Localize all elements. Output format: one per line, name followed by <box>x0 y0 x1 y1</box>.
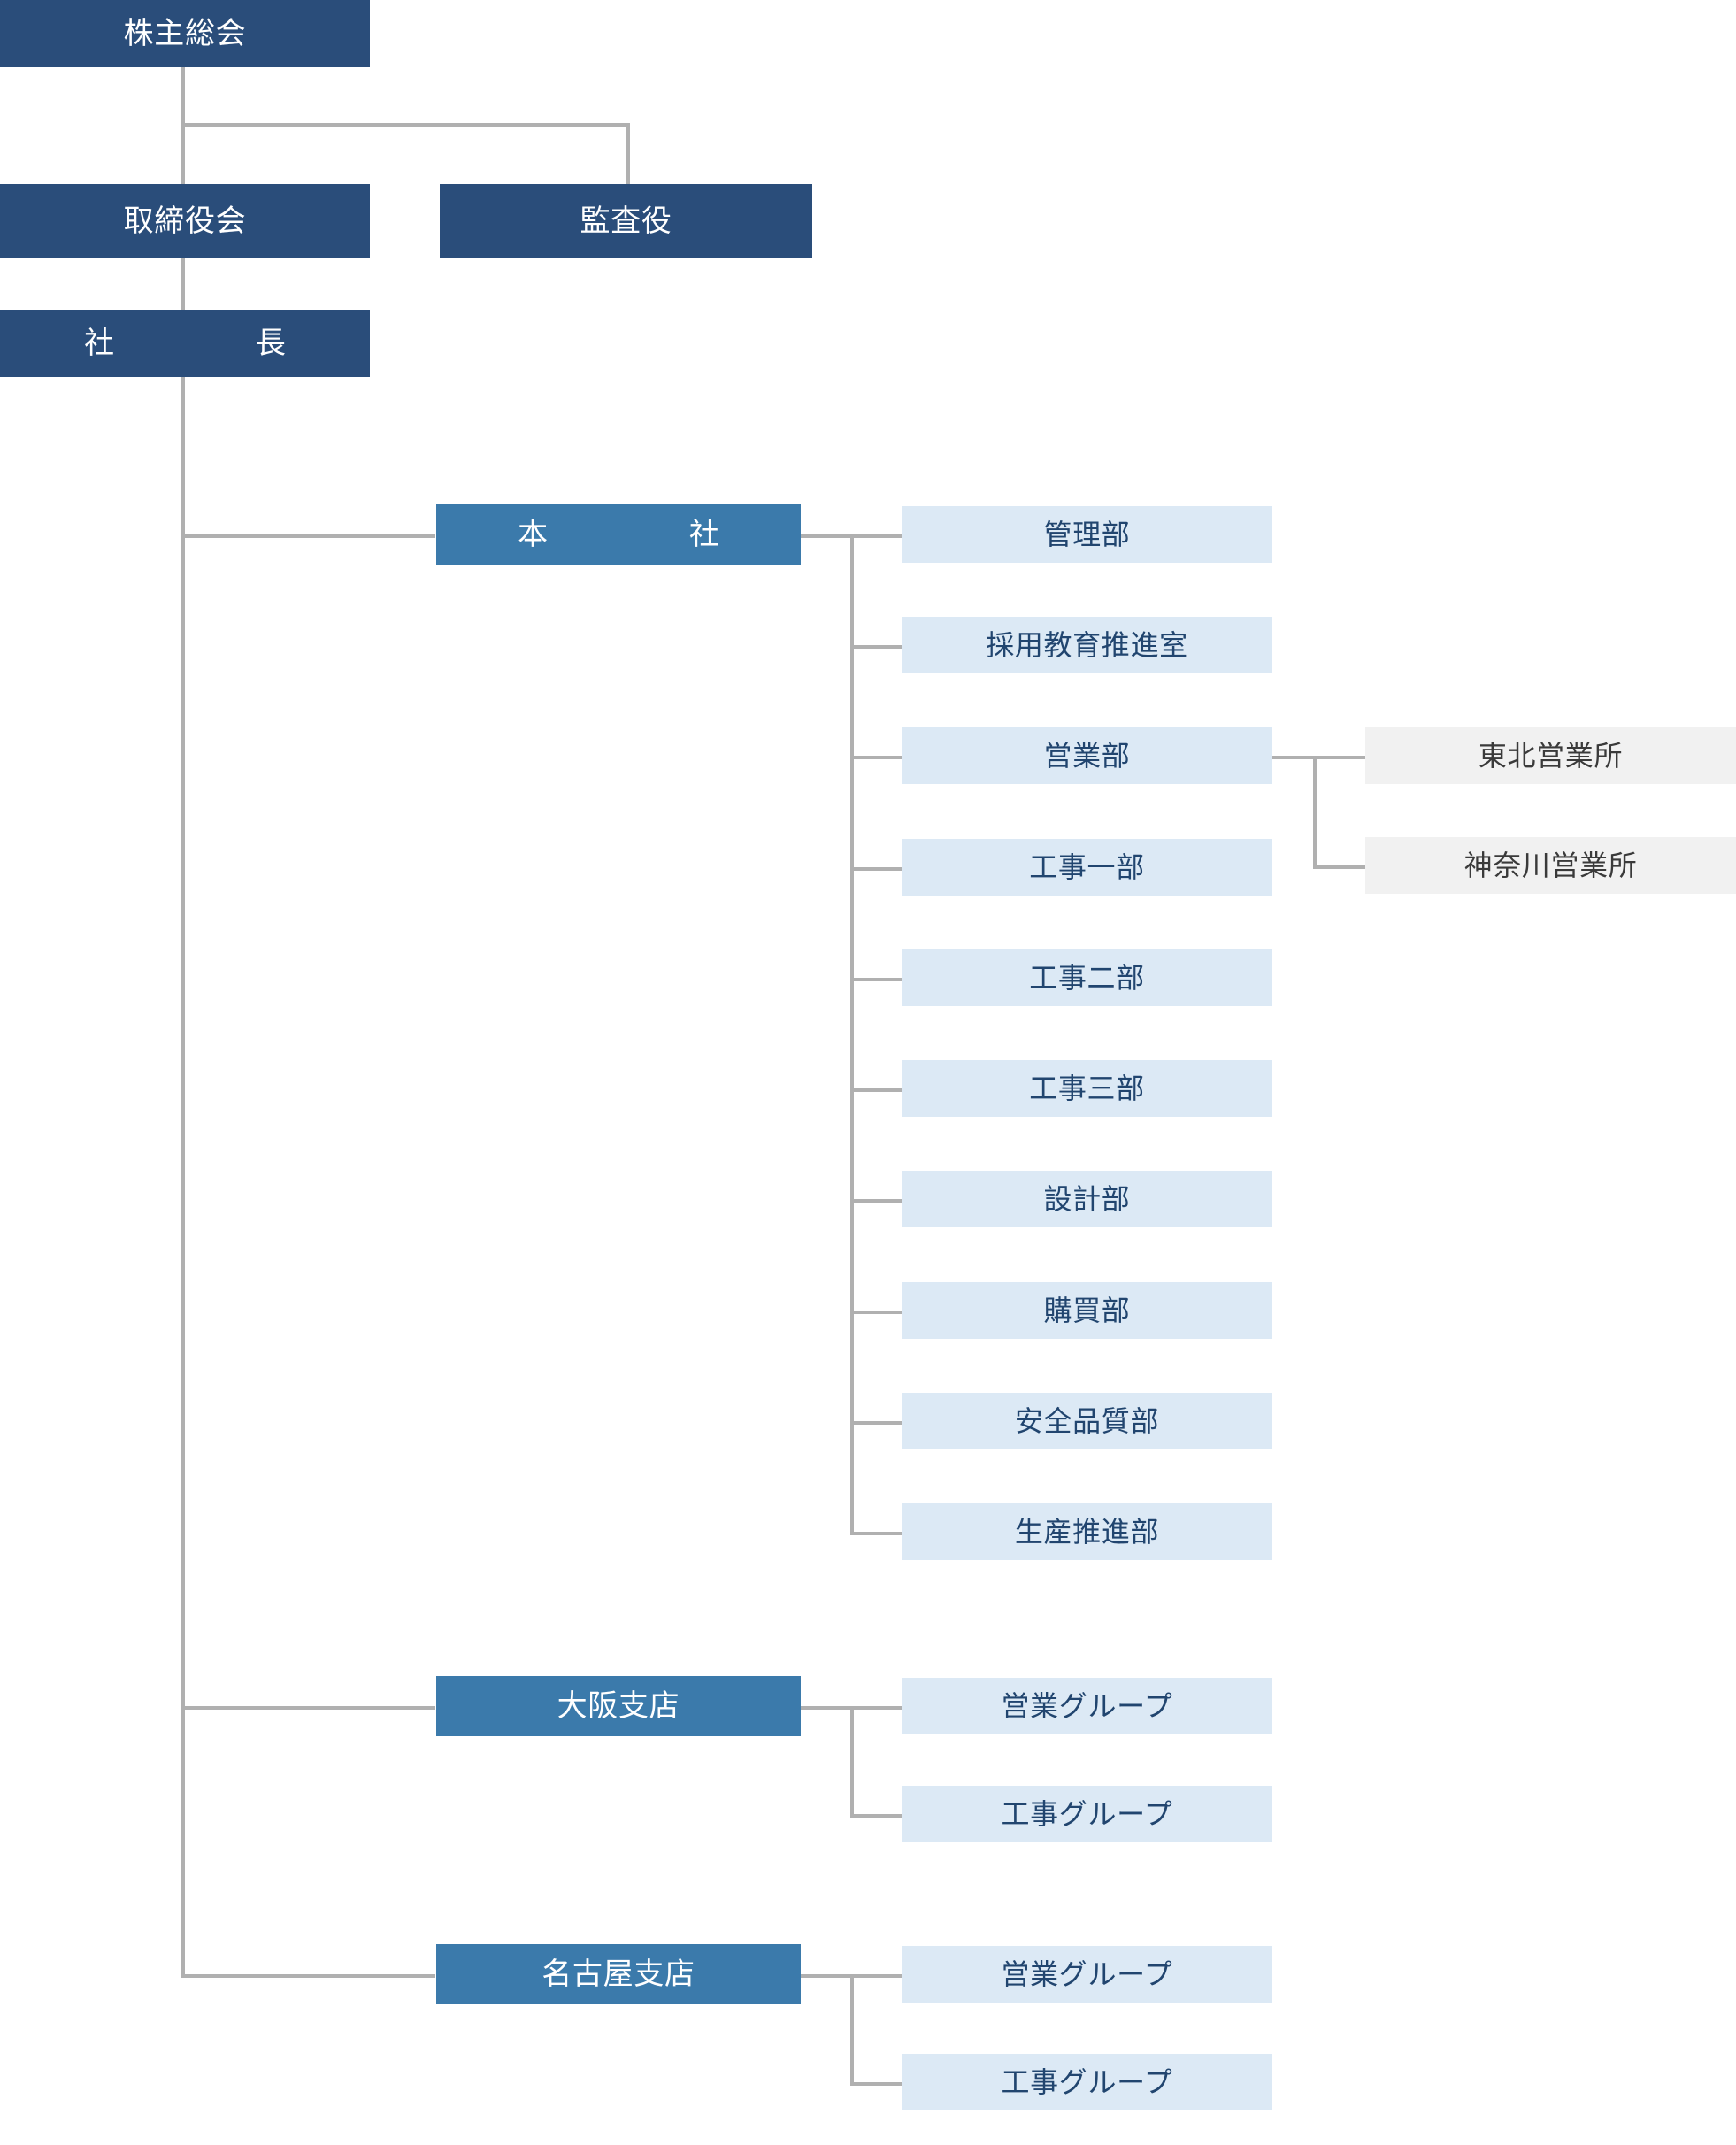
node-label: 安全品質部 <box>1014 1404 1160 1437</box>
connector-honsha-dept-3 <box>850 756 905 759</box>
node-division-nagoya[interactable]: 名古屋支店 <box>436 1944 801 2004</box>
node-label: 生産推進部 <box>1014 1515 1160 1548</box>
node-auditor[interactable]: 監査役 <box>440 184 812 258</box>
connector-office-kanagawa <box>1313 865 1368 869</box>
node-office-kanagawa[interactable]: 神奈川営業所 <box>1365 837 1736 894</box>
node-division-honsha[interactable]: 本 社 <box>436 504 801 565</box>
node-label: 工事グループ <box>1001 1797 1173 1830</box>
node-department-sekkeibu[interactable]: 設計部 <box>902 1171 1272 1227</box>
node-nagoya-group-koji[interactable]: 工事グループ <box>902 2054 1272 2110</box>
node-label: 工事一部 <box>1029 850 1145 883</box>
node-department-eigyobu[interactable]: 営業部 <box>902 727 1272 784</box>
node-label: 営業グループ <box>1001 1689 1173 1722</box>
connector-trunk-to-nagoya <box>181 1974 435 1978</box>
node-department-koji-nibu[interactable]: 工事二部 <box>902 949 1272 1006</box>
node-label: 営業グループ <box>1001 1957 1173 1990</box>
connector-honsha-dept-10 <box>850 1532 905 1535</box>
node-osaka-group-koji[interactable]: 工事グループ <box>902 1786 1272 1842</box>
node-board-of-directors[interactable]: 取締役会 <box>0 184 370 258</box>
node-division-osaka[interactable]: 大阪支店 <box>436 1676 801 1736</box>
node-label: 営業部 <box>1043 739 1131 772</box>
node-label: 取締役会 <box>123 204 247 238</box>
connector-trunk-to-honsha <box>181 534 435 538</box>
connector-honsha-dept-4 <box>850 867 905 871</box>
connector-honsha-dept-2 <box>850 645 905 649</box>
connector-osaka-group-2 <box>850 1814 905 1818</box>
connector-osaka-group-1 <box>850 1706 905 1710</box>
node-department-anzen-hinshitsubu[interactable]: 安全品質部 <box>902 1393 1272 1449</box>
connector-board-down <box>181 123 185 186</box>
node-label: 社 長 <box>84 326 313 360</box>
node-label: 監査役 <box>580 204 672 238</box>
connector-nagoya-group-1 <box>850 1974 905 1978</box>
node-osaka-group-eigyo[interactable]: 営業グループ <box>902 1678 1272 1734</box>
node-label: 購買部 <box>1043 1294 1131 1326</box>
node-label: 工事二部 <box>1029 961 1145 994</box>
connector-eigyo-spine <box>1313 756 1317 869</box>
connector-honsha-dept-5 <box>850 978 905 981</box>
connector-shareholders-down <box>181 66 185 125</box>
node-president[interactable]: 社 長 <box>0 310 370 377</box>
connector-president-trunk <box>181 376 185 1978</box>
node-shareholders-meeting[interactable]: 株主総会 <box>0 0 370 67</box>
connector-trunk-to-osaka <box>181 1706 435 1710</box>
connector-honsha-dept-6 <box>850 1088 905 1092</box>
node-label: 設計部 <box>1043 1182 1131 1215</box>
node-label: 株主総会 <box>123 16 247 50</box>
node-label: 東北営業所 <box>1478 739 1624 772</box>
connector-nagoya-spine <box>850 1974 854 2086</box>
connector-honsha-dept-8 <box>850 1311 905 1314</box>
node-department-saiyo-kyoiku-suishinshitsu[interactable]: 採用教育推進室 <box>902 617 1272 673</box>
node-department-koji-sanbu[interactable]: 工事三部 <box>902 1060 1272 1117</box>
node-label: 工事グループ <box>1001 2065 1173 2098</box>
node-nagoya-group-eigyo[interactable]: 営業グループ <box>902 1946 1272 2003</box>
connector-auditor-down <box>626 123 630 186</box>
connector-honsha-dept-9 <box>850 1421 905 1425</box>
connector-shareholders-horizontal <box>181 123 630 127</box>
node-label: 名古屋支店 <box>542 1957 695 1991</box>
connector-osaka-spine <box>850 1706 854 1818</box>
connector-honsha-dept-1 <box>850 534 905 538</box>
connector-honsha-dept-7 <box>850 1199 905 1203</box>
node-department-kanribu[interactable]: 管理部 <box>902 506 1272 563</box>
node-label: 神奈川営業所 <box>1463 849 1638 881</box>
node-label: 採用教育推進室 <box>986 628 1188 661</box>
connector-office-tohoku <box>1313 756 1368 759</box>
node-label: 本 社 <box>518 517 747 551</box>
node-label: 工事三部 <box>1029 1072 1145 1104</box>
connector-nagoya-group-2 <box>850 2082 905 2086</box>
node-office-tohoku[interactable]: 東北営業所 <box>1365 727 1736 784</box>
connector-board-to-president <box>181 258 185 310</box>
node-department-kobaibu[interactable]: 購買部 <box>902 1282 1272 1339</box>
node-label: 管理部 <box>1043 518 1131 550</box>
node-department-seisan-suishinbu[interactable]: 生産推進部 <box>902 1503 1272 1560</box>
connector-honsha-spine <box>850 534 854 1534</box>
node-label: 大阪支店 <box>557 1688 680 1723</box>
node-department-koji-ichibu[interactable]: 工事一部 <box>902 839 1272 896</box>
